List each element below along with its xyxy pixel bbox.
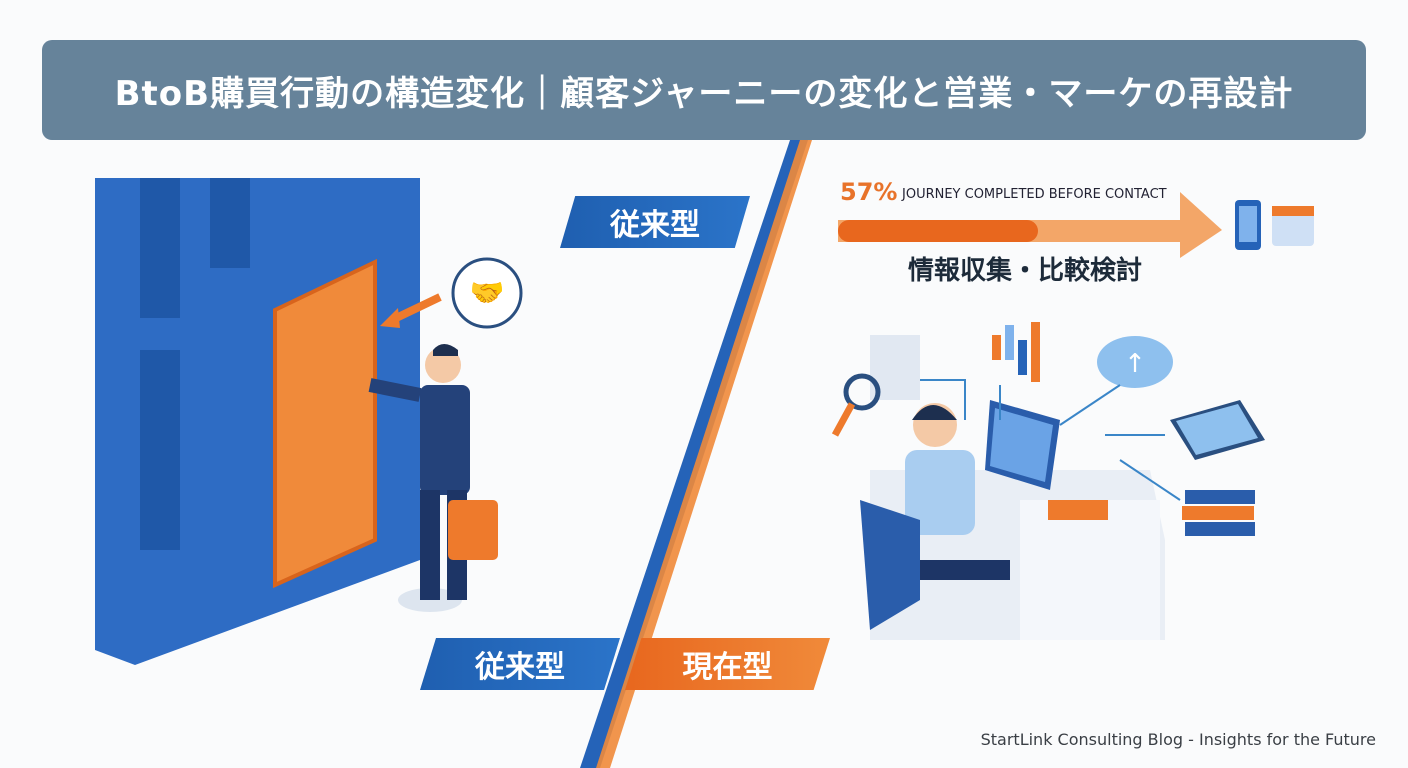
- calendar-icon: [1272, 206, 1314, 246]
- businessman-illustration: [368, 344, 498, 612]
- bar-chart-icon: [992, 322, 1040, 382]
- office-worker-illustration: [860, 400, 1165, 640]
- page-title: BtoB購買行動の構造変化｜顧客ジャーニーの変化と営業・マーケの再設計: [42, 40, 1366, 140]
- progress-arrow: [838, 192, 1222, 258]
- tablet-icon: [1170, 400, 1265, 460]
- svg-text:🤝: 🤝: [470, 276, 505, 309]
- footer-credit: StartLink Consulting Blog - Insights for…: [980, 730, 1376, 749]
- books-icon: [1182, 490, 1255, 536]
- door: [273, 258, 377, 589]
- handshake-bubble-icon: 🤝: [451, 257, 523, 329]
- traditional-label-top: 従来型: [560, 196, 750, 248]
- cloud-upload-icon: ↑: [1097, 336, 1173, 388]
- building-door-illustration: [95, 178, 442, 665]
- progress-percent: 57%: [840, 178, 898, 206]
- subtitle: 情報収集・比較検討: [908, 256, 1143, 286]
- smartphone-icon: [1235, 200, 1261, 250]
- svg-text:↑: ↑: [1124, 349, 1146, 379]
- current-label: 現在型: [625, 638, 830, 690]
- search-document-icon: [831, 335, 920, 437]
- progress-caption: JOURNEY COMPLETED BEFORE CONTACT: [902, 187, 1167, 202]
- connector-lines: [920, 379, 1181, 501]
- traditional-label-bottom: 従来型: [420, 638, 620, 690]
